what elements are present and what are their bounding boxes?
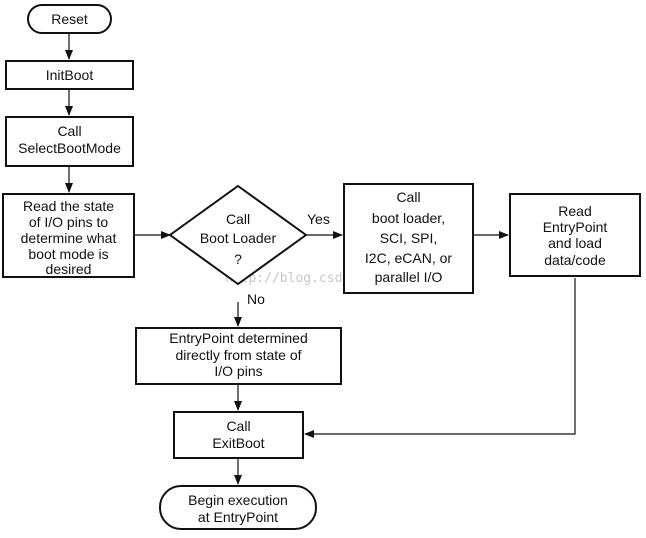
- entry-from-pins-line-2: directly from state of: [175, 347, 301, 363]
- entrypoint-from-pins-box: EntryPoint determined directly from stat…: [135, 327, 342, 385]
- reset-terminal: Reset: [27, 4, 112, 34]
- read-entry-line-4: data/code: [544, 252, 606, 268]
- no-label: No: [247, 291, 265, 307]
- boot-loader-line-1: Call: [396, 189, 420, 205]
- connectors: [65, 33, 576, 485]
- exit-boot-line-2: ExitBoot: [212, 435, 264, 451]
- read-pins-line-3: determine what: [21, 230, 117, 246]
- read-entry-line-1: Read: [558, 203, 591, 219]
- read-entry-line-3: and load: [548, 235, 602, 251]
- boot-loader-line-3: SCI, SPI,: [380, 230, 438, 246]
- boot-loader-line-5: parallel I/O: [375, 269, 443, 285]
- decision-line-1: Call: [226, 211, 250, 227]
- entry-from-pins-line-1: EntryPoint determined: [169, 330, 308, 346]
- boot-loader-line-2: boot loader,: [372, 210, 445, 226]
- boot-loader-line-4: I2C, eCAN, or: [365, 250, 452, 266]
- read-pins-line-5: desired: [46, 261, 92, 277]
- read-pins-line-1: Read the state: [23, 198, 114, 214]
- select-boot-mode-box: Call SelectBootMode: [5, 116, 134, 167]
- select-boot-mode-line-1: Call: [57, 123, 81, 139]
- read-pins-line-2: of I/O pins to: [29, 214, 109, 230]
- boot-loader-decision: Call Boot Loader ?: [168, 184, 308, 286]
- decision-line-2: Boot Loader: [200, 230, 277, 246]
- init-boot-label: InitBoot: [46, 67, 94, 83]
- init-boot-box: InitBoot: [5, 60, 134, 90]
- decision-line-3: ?: [234, 251, 242, 267]
- reset-label: Reset: [51, 11, 88, 27]
- exit-boot-line-1: Call: [226, 418, 250, 434]
- entry-from-pins-line-3: I/O pins: [214, 363, 262, 379]
- begin-execution-terminal: Begin execution at EntryPoint: [159, 485, 317, 530]
- read-entry-line-2: EntryPoint: [543, 219, 608, 235]
- exit-boot-box: Call ExitBoot: [173, 411, 304, 459]
- read-pins-box: Read the state of I/O pins to determine …: [2, 193, 135, 278]
- call-boot-loader-box: Call boot loader, SCI, SPI, I2C, eCAN, o…: [343, 183, 474, 294]
- read-entrypoint-box: Read EntryPoint and load data/code: [509, 193, 641, 277]
- select-boot-mode-line-2: SelectBootMode: [18, 140, 121, 156]
- begin-exec-line-2: at EntryPoint: [198, 509, 278, 525]
- read-pins-line-4: boot mode is: [28, 246, 108, 262]
- yes-label: Yes: [307, 211, 330, 227]
- begin-exec-line-1: Begin execution: [188, 492, 288, 508]
